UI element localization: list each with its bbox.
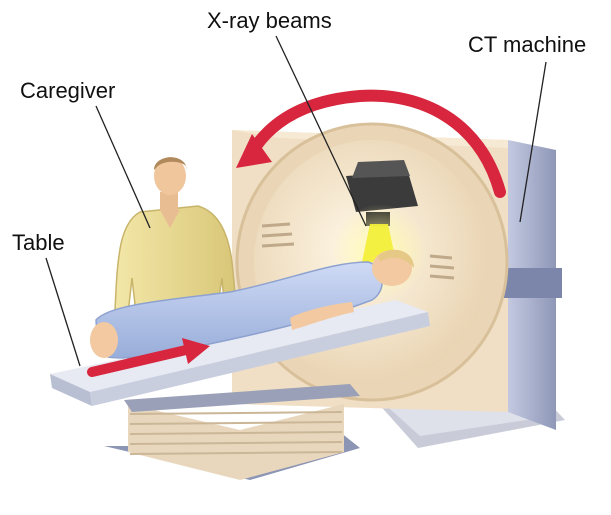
leader-table [46, 258, 80, 366]
side-handle [504, 268, 562, 298]
table-label: Table [12, 232, 65, 254]
xray-beams-label: X-ray beams [207, 10, 332, 32]
table-pedestal [104, 384, 360, 480]
ct-machine-label: CT machine [468, 34, 586, 56]
leader-caregiver [96, 106, 150, 228]
caregiver-label: Caregiver [20, 80, 115, 102]
